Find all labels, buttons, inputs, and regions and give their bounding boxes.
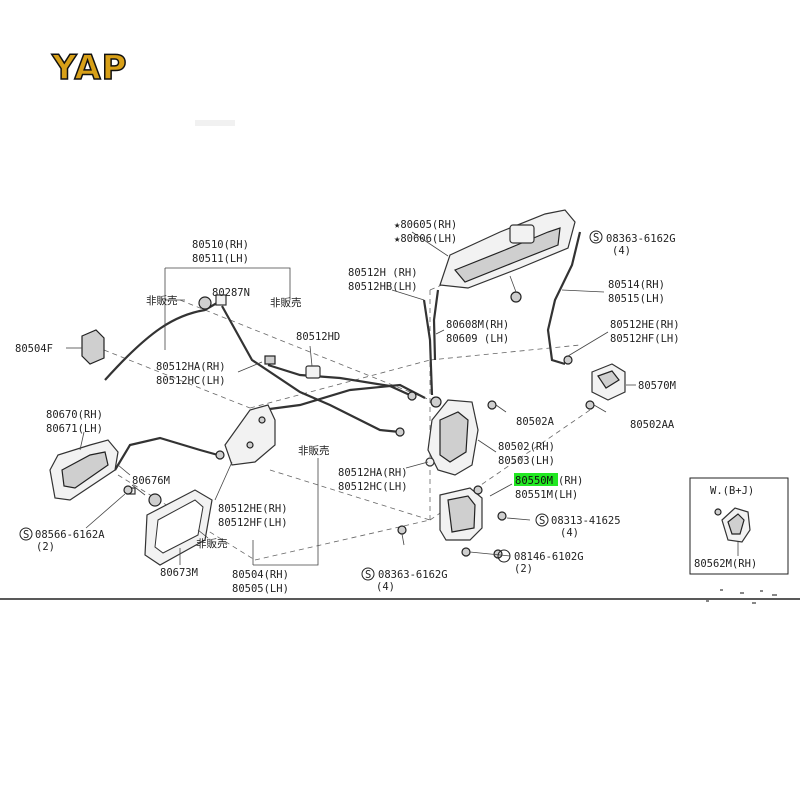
highlight-80550m [514, 473, 558, 486]
actuator-80550m [439, 485, 483, 557]
inside-lever-bracket [215, 404, 276, 466]
b-symbol-08146 [497, 549, 511, 563]
outside-handle [439, 209, 576, 303]
clip-80287n [198, 294, 227, 310]
label-80512h: 80512H (RH) [348, 267, 418, 279]
label-80551m: 80551M(LH) [515, 489, 578, 501]
bolt-80502aa [585, 400, 607, 413]
leader-lines [66, 231, 636, 566]
bolt-08566 [123, 485, 133, 495]
s-symbol-08363-bottom-text: S [365, 569, 371, 581]
label-80609: 80609 (LH) [446, 333, 509, 345]
brand-logo: YAP [51, 47, 128, 89]
label-80511: 80511(LH) [192, 253, 249, 265]
label-80514: 80514(RH) [608, 279, 665, 291]
bumper-80504f [81, 329, 105, 365]
s-symbol-08363-top-text: S [593, 232, 599, 244]
label-80512ha-top: 80512HA(RH) [156, 361, 226, 373]
label-08566: 08566-6162A [35, 529, 105, 541]
label-80512hd: 80512HD [296, 331, 340, 343]
label-80502: 80502(RH) [498, 441, 555, 453]
label-80605: ★80605(RH) [394, 219, 457, 231]
label-80512hc-top: 80512HC(LH) [156, 375, 226, 387]
label-80503: 80503(LH) [498, 455, 555, 467]
label-08313: 08313-41625 [551, 515, 621, 527]
label-80608m: 80608M(RH) [446, 319, 509, 331]
label-80504f: 80504F [15, 343, 53, 355]
label-non-sale-3: 非販売 [298, 444, 330, 457]
label-80512hb: 80512HB(LH) [348, 281, 418, 293]
s-symbol-08566-text: S [23, 529, 29, 541]
label-08566-qty: (2) [36, 541, 55, 553]
label-80510: 80510(RH) [192, 239, 249, 251]
bolt-80502a [487, 400, 507, 413]
label-80512hf-right: 80512HF(LH) [610, 333, 680, 345]
label-80550m-side: (RH) [558, 475, 583, 487]
striker-80570m [591, 363, 626, 401]
label-80512he-right: 80512HE(RH) [610, 319, 680, 331]
label-08363-bottom-qty: (4) [376, 581, 395, 593]
label-08363-top: 08363-6162G [606, 233, 676, 245]
s-symbol-08313-text: S [539, 515, 545, 527]
inset-title: W.(B+J) [710, 485, 754, 497]
label-80570m: 80570M [638, 380, 676, 392]
inset-variant-box: W.(B+J) 80562M(RH) [689, 477, 789, 575]
label-80673m: 80673M [160, 567, 198, 579]
bolt-08363-top [563, 355, 573, 365]
rods [104, 231, 582, 471]
scan-noise [706, 589, 777, 604]
label-80502aa: 80502AA [630, 419, 675, 431]
label-08146: 08146-6102G [514, 551, 584, 563]
label-80287n: 80287N [212, 287, 250, 299]
label-non-sale-4: 非販売 [196, 537, 228, 550]
s-symbol-08363-top [589, 230, 603, 244]
inside-handle-80670 [49, 439, 131, 501]
label-80512ha-mid: 80512HA(RH) [338, 467, 408, 479]
label-80512hc-mid: 80512HC(LH) [338, 481, 408, 493]
label-08363-top-qty: (4) [612, 245, 631, 257]
label-80676m: 80676M [132, 475, 170, 487]
label-80606: ★80606(LH) [394, 233, 457, 245]
label-80562m: 80562M(RH) [694, 558, 757, 570]
label-non-sale-2: 非販売 [270, 296, 302, 309]
label-non-sale-1: 非販売 [146, 294, 178, 307]
clip-80512hd [264, 355, 321, 379]
label-80671: 80671(LH) [46, 423, 103, 435]
bolt-08363-bottom [397, 525, 407, 546]
label-80515: 80515(LH) [608, 293, 665, 305]
watermark-smudge [195, 120, 235, 126]
label-80504: 80504(RH) [232, 569, 289, 581]
label-08363-bottom: 08363-6162G [378, 569, 448, 581]
part-labels: ★80605(RH) ★80606(LH) S 08363-6162G (4) … [15, 219, 680, 595]
bolt-08313 [497, 511, 531, 521]
label-80512hf-left: 80512HF(LH) [218, 517, 288, 529]
label-08146-qty: (2) [514, 563, 533, 575]
label-80502a: 80502A [516, 416, 555, 428]
label-80550m-highlighted: 80550M [515, 475, 553, 487]
label-08313-qty: (4) [560, 527, 579, 539]
s-symbol-08313 [535, 513, 549, 527]
escutcheon-80673m [144, 489, 213, 566]
label-80512he-left: 80512HE(RH) [218, 503, 288, 515]
label-80505: 80505(LH) [232, 583, 289, 595]
s-symbol-08566 [19, 527, 33, 541]
door-lock-80502 [395, 391, 479, 476]
label-80670: 80670(RH) [46, 409, 103, 421]
s-symbol-08363-bottom [361, 567, 375, 581]
